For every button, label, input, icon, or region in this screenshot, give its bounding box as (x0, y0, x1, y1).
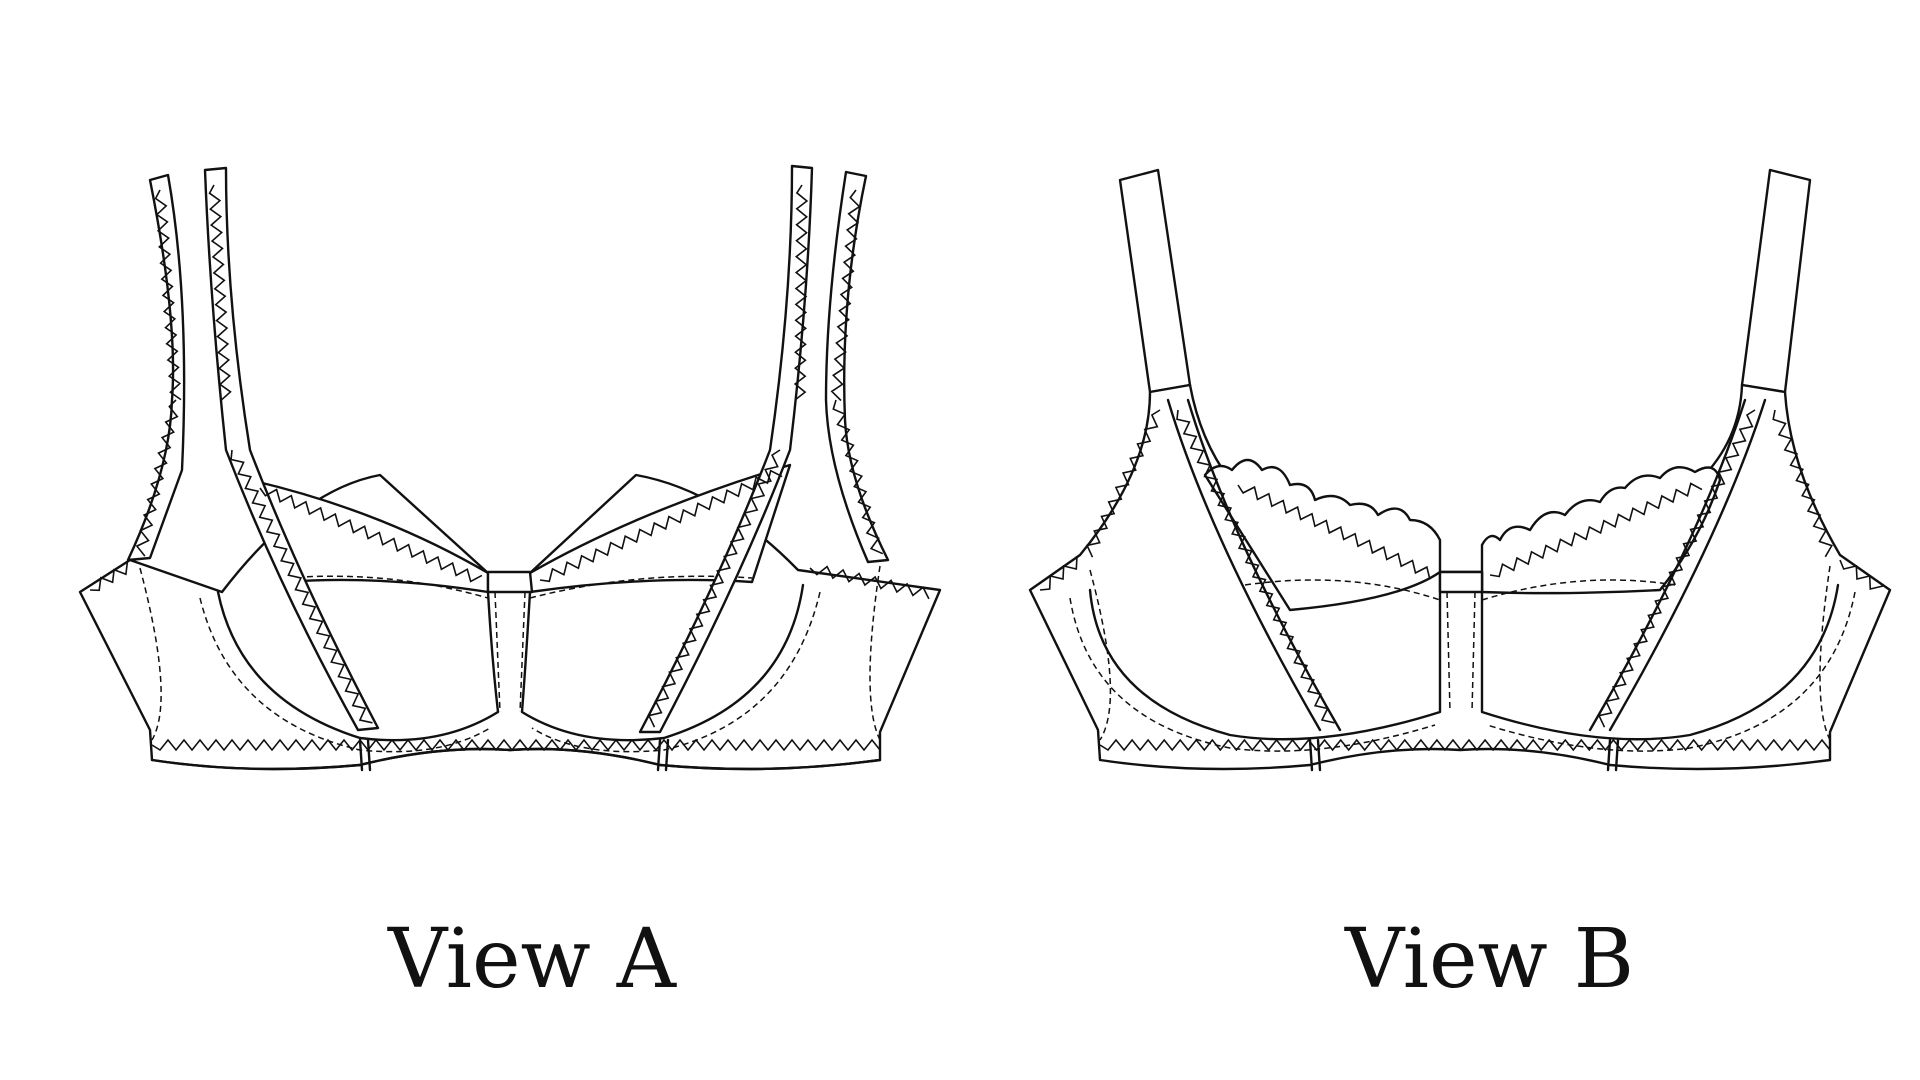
zigzag-stitch (1085, 409, 1161, 558)
view-b-side-seams (1089, 565, 1831, 741)
view-a-right-inner-strap (638, 164, 814, 734)
view-b-left-strap (1118, 168, 1192, 394)
view-a-right-cross-seam (529, 575, 753, 599)
zigzag-stitch (154, 189, 182, 401)
zigzag-stitch (1772, 409, 1833, 558)
zigzag-stitch (809, 565, 930, 600)
view-b-left-lace-cup (1203, 458, 1442, 612)
view-a-left-cross-seam (286, 575, 489, 599)
zigzag-stitch (1489, 482, 1703, 578)
zigzag-stitch (793, 184, 809, 401)
view-a-left-outer-strap (126, 173, 186, 562)
view-a-left-inner-strap (203, 166, 380, 732)
view-a-gore-stitch (494, 591, 526, 713)
view-b-right-cup-stitch (1486, 591, 1856, 752)
view-b-center-gore (1438, 570, 1484, 594)
view-b-right-strap (1740, 168, 1812, 394)
view-b-right-diagonal-seam (1588, 398, 1767, 732)
view-b-gore-stitch (1446, 591, 1476, 713)
zigzag-stitch (1597, 409, 1756, 728)
view-a-hem (150, 747, 882, 771)
zigzag-stitch (647, 449, 781, 728)
view-a-label: View A (388, 912, 677, 1007)
view-a-right-underwire (520, 583, 805, 742)
zigzag-stitch (259, 487, 483, 583)
zigzag-stitch (135, 399, 179, 557)
view-a-right-outer-strap (824, 170, 890, 564)
view-b-label: View B (1345, 912, 1635, 1007)
zigzag-stitch (539, 469, 783, 583)
view-b-cross-seams (1244, 579, 1676, 601)
view-b-elastic-zigzags (1039, 409, 1884, 752)
view-b-left-cup-stitch (1069, 597, 1436, 752)
zigzag-stitch (208, 184, 232, 401)
zigzag-stitch (832, 399, 884, 555)
zigzag-stitch (89, 561, 129, 592)
view-a-elastic-zigzags (89, 184, 930, 752)
zigzag-stitch (1176, 409, 1335, 724)
bra-view-b-drawing (1028, 168, 1892, 772)
zigzag-stitch (151, 738, 881, 752)
view-a-center-gore (486, 570, 534, 594)
zigzag-stitch (830, 189, 861, 402)
view-a-side-seams (139, 565, 881, 741)
view-b-band-joins (1308, 738, 1620, 772)
view-a-band-joins (358, 738, 670, 772)
view-b-right-underwire (1480, 570, 1840, 741)
zigzag-stitch (1039, 555, 1078, 591)
zigzag-stitch (1237, 484, 1431, 580)
view-a-left-cup-stitch (199, 597, 491, 753)
bra-view-a-drawing (78, 164, 942, 772)
zigzag-stitch (230, 449, 373, 724)
zigzag-stitch (1099, 738, 1831, 752)
zigzag-stitch (1839, 559, 1884, 591)
